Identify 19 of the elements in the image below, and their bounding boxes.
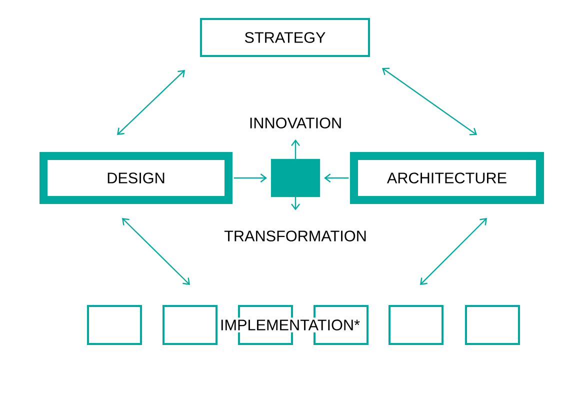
- arrow: [291, 139, 300, 159]
- empty-box: [388, 305, 444, 345]
- arrow: [291, 197, 300, 210]
- process-box: STRATEGY: [200, 18, 370, 57]
- process-box: DESIGN: [40, 152, 232, 204]
- text-label: INNOVATION: [250, 118, 341, 128]
- arrow: [122, 218, 190, 285]
- empty-box: [87, 305, 142, 345]
- arrow: [234, 174, 268, 182]
- empty-box: [465, 305, 520, 345]
- arrow: [420, 218, 487, 285]
- arrow: [382, 68, 477, 136]
- process-box: ARCHITECTURE: [350, 152, 544, 204]
- arrow: [324, 174, 349, 182]
- empty-box: [162, 305, 218, 345]
- arrow: [117, 70, 185, 135]
- text-label: IMPLEMENTATION*: [218, 318, 362, 332]
- center-square: [270, 158, 320, 198]
- text-label: TRANSFORMATION: [224, 230, 366, 242]
